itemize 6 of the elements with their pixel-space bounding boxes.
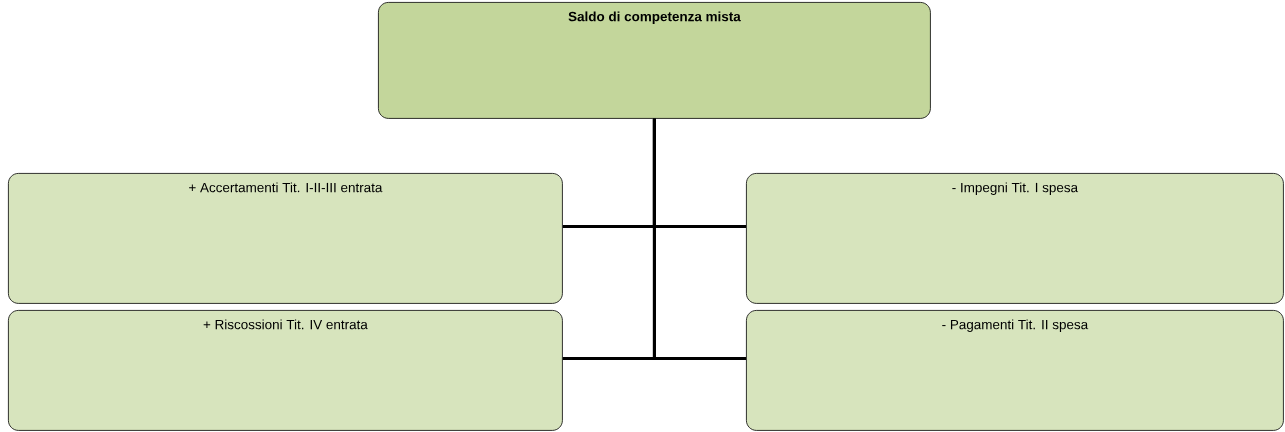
process-box: + Riscossioni Tit. IV entrata xyxy=(8,310,563,431)
process-box: + Accertamenti Tit. I-II-III entrata xyxy=(8,173,563,304)
process-box: - Impegni Tit. I spesa xyxy=(746,173,1284,304)
process-box: Saldo di competenza mista xyxy=(378,2,931,119)
connector-line xyxy=(652,118,746,360)
process-box: - Pagamenti Tit. II spesa xyxy=(746,310,1284,431)
